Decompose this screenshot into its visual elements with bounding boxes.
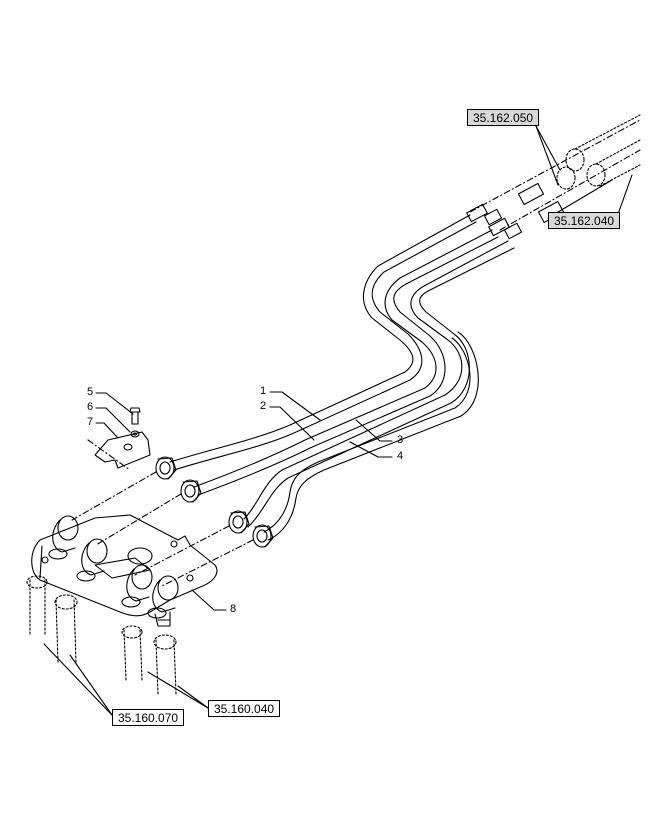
nut-4 bbox=[252, 524, 274, 548]
elbow-fitting-4 bbox=[147, 575, 179, 619]
nut-3 bbox=[228, 510, 250, 534]
manifold-plate bbox=[31, 514, 218, 627]
callout-2: 2 bbox=[259, 400, 267, 412]
elbow-fitting-1 bbox=[48, 515, 79, 560]
hydraulic-line-1 bbox=[169, 214, 477, 471]
bolt-5 bbox=[129, 407, 141, 425]
lower-centerlines bbox=[71, 439, 254, 587]
nut-2 bbox=[180, 479, 202, 503]
callout-1: 1 bbox=[259, 385, 267, 397]
hydraulic-line-2 bbox=[193, 229, 499, 496]
elbow-fitting-3 bbox=[121, 564, 153, 608]
ref-box-bottom-left[interactable]: 35.160.070 bbox=[112, 709, 185, 726]
upper-phantom-parts bbox=[556, 114, 641, 190]
ref-box-top[interactable]: 35.162.050 bbox=[467, 109, 540, 126]
upper-centerlines bbox=[469, 119, 641, 231]
ref-box-right[interactable]: 35.162.040 bbox=[548, 212, 621, 229]
callout-3: 3 bbox=[396, 434, 404, 446]
hydraulic-line-4 bbox=[263, 331, 479, 541]
ref-box-bottom-right[interactable]: 35.160.040 bbox=[208, 700, 281, 717]
callout-7: 7 bbox=[86, 416, 94, 428]
phantom-bolts bbox=[26, 575, 177, 695]
leader-lines bbox=[43, 125, 633, 716]
washer-6 bbox=[130, 430, 140, 438]
elbow-fitting-2 bbox=[76, 538, 108, 582]
callout-6: 6 bbox=[86, 401, 94, 413]
callout-8: 8 bbox=[229, 603, 237, 615]
bracket-7 bbox=[94, 431, 151, 469]
callout-4: 4 bbox=[396, 450, 404, 462]
callout-5: 5 bbox=[86, 386, 94, 398]
nut-1 bbox=[155, 456, 177, 480]
